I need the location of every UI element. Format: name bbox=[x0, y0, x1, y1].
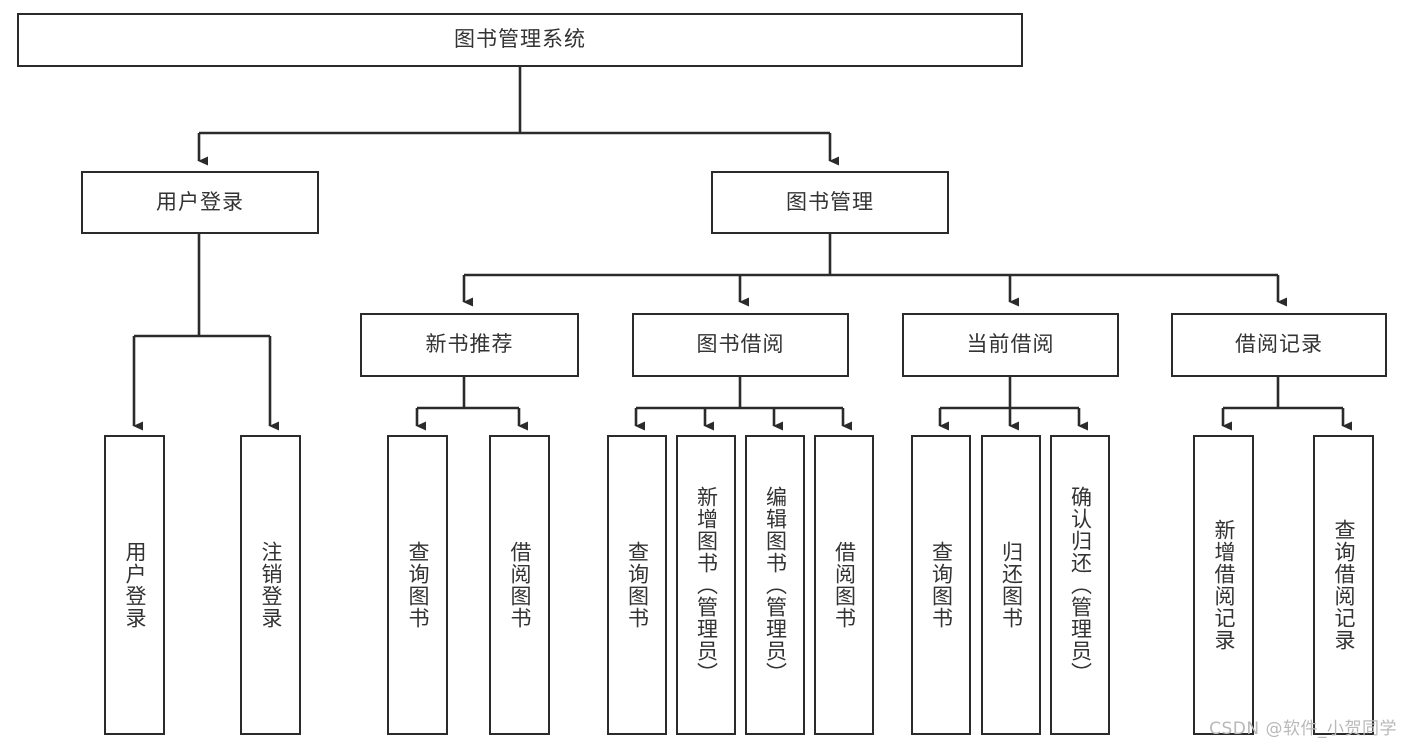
node-label: 新书推荐 bbox=[425, 332, 514, 357]
node-label: 注销登录 bbox=[258, 541, 283, 629]
csdn-watermark: CSDN @软件_小贺同学 bbox=[1209, 719, 1397, 739]
node-label: 图书借阅 bbox=[696, 332, 785, 357]
node-label: 用户登录 bbox=[122, 541, 147, 629]
node-leaf-return-book[interactable]: 归还图书 bbox=[981, 435, 1041, 735]
node-new-book-recommend[interactable]: 新书推荐 bbox=[360, 313, 579, 377]
node-label: 图书管理 bbox=[786, 189, 874, 214]
node-label: 当前借阅 bbox=[966, 332, 1055, 357]
node-book-management[interactable]: 图书管理 bbox=[711, 171, 949, 234]
node-leaf-add-book-admin[interactable]: 新增图书（管理员） bbox=[676, 435, 736, 735]
node-book-borrow[interactable]: 图书借阅 bbox=[632, 313, 849, 377]
node-label: 借阅图书 bbox=[507, 541, 532, 629]
node-label: 新增借阅记录 bbox=[1211, 519, 1236, 651]
node-label: 编辑图书（管理员） bbox=[763, 486, 788, 684]
node-label: 图书管理系统 bbox=[454, 27, 586, 52]
node-label: 查询图书 bbox=[625, 541, 650, 629]
node-label: 查询借阅记录 bbox=[1331, 519, 1356, 651]
node-label: 新增图书（管理员） bbox=[694, 486, 719, 684]
node-user-login[interactable]: 用户登录 bbox=[81, 171, 319, 234]
node-label: 归还图书 bbox=[999, 541, 1024, 629]
node-leaf-query-book-borrow[interactable]: 查询图书 bbox=[607, 435, 667, 735]
node-leaf-user-login[interactable]: 用户登录 bbox=[104, 435, 165, 735]
node-leaf-query-book-recommend[interactable]: 查询图书 bbox=[387, 435, 448, 735]
node-leaf-logout-login[interactable]: 注销登录 bbox=[240, 435, 301, 735]
node-leaf-borrow-book-borrow[interactable]: 借阅图书 bbox=[814, 435, 874, 735]
node-label: 借阅图书 bbox=[832, 541, 857, 629]
node-root-book-management-system[interactable]: 图书管理系统 bbox=[17, 13, 1023, 67]
node-label: 确认归还（管理员） bbox=[1068, 486, 1093, 684]
node-leaf-borrow-book-recommend[interactable]: 借阅图书 bbox=[489, 435, 550, 735]
node-leaf-confirm-return-admin[interactable]: 确认归还（管理员） bbox=[1050, 435, 1110, 735]
node-leaf-query-book-current[interactable]: 查询图书 bbox=[911, 435, 971, 735]
node-borrow-record[interactable]: 借阅记录 bbox=[1171, 313, 1387, 377]
node-leaf-query-borrow-record[interactable]: 查询借阅记录 bbox=[1313, 435, 1374, 735]
node-label: 借阅记录 bbox=[1235, 332, 1323, 357]
node-leaf-edit-book-admin[interactable]: 编辑图书（管理员） bbox=[745, 435, 805, 735]
node-label: 查询图书 bbox=[405, 541, 430, 629]
node-leaf-add-borrow-record[interactable]: 新增借阅记录 bbox=[1193, 435, 1254, 735]
node-current-borrow[interactable]: 当前借阅 bbox=[902, 313, 1119, 377]
node-label: 查询图书 bbox=[929, 541, 954, 629]
node-label: 用户登录 bbox=[156, 189, 244, 214]
